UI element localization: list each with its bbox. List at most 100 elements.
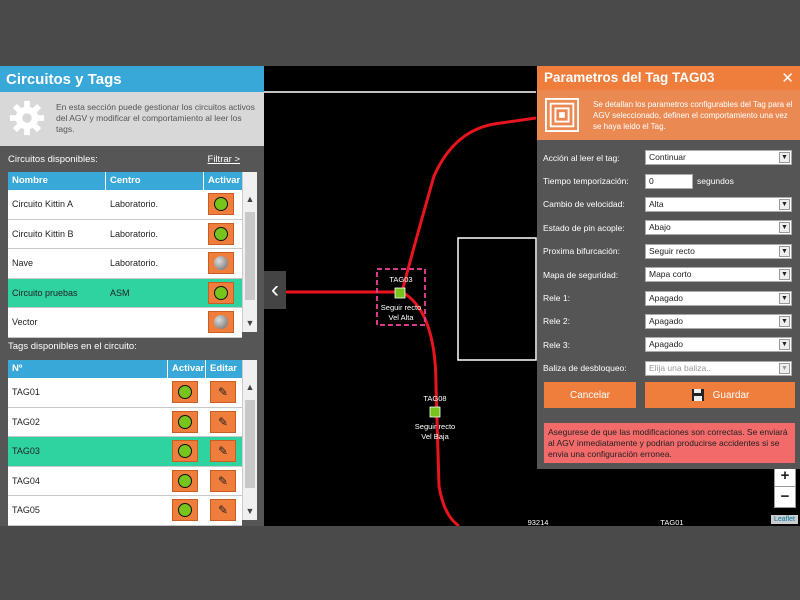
scroll-down-icon[interactable]: ▼ (245, 506, 255, 516)
zoom-out-button[interactable]: − (774, 486, 796, 508)
field-rele1: Rele 1: Apagado ▼ (543, 286, 794, 309)
tag03-label: TAG03 (389, 275, 413, 284)
table-row[interactable]: TAG04✎ (8, 466, 242, 496)
chevron-down-icon: ▼ (779, 339, 790, 351)
table-row[interactable]: TAG03✎ (8, 437, 242, 467)
table-row[interactable]: TAG01 ✎ (8, 378, 242, 408)
activate-button[interactable] (172, 410, 198, 433)
rele1-value: Apagado (649, 292, 684, 303)
scroll-down-icon[interactable]: ▼ (245, 318, 255, 328)
bifurcacion-value: Seguir recto (649, 245, 695, 256)
activate-cell (204, 193, 242, 216)
edit-button[interactable]: ✎ (210, 499, 236, 522)
chevron-down-icon: ▼ (779, 315, 790, 327)
tag03-desc: Seguir recto Vel Alta (374, 303, 428, 323)
scroll-up-icon[interactable]: ▲ (245, 382, 255, 392)
map-label-93214: 93214 (527, 518, 549, 526)
circuit-center: Laboratorio. (110, 199, 159, 210)
chevron-down-icon: ▼ (779, 292, 790, 304)
bifurcacion-select[interactable]: Seguir recto▼ (645, 243, 792, 259)
map-label-tag01: TAG01 (660, 518, 684, 526)
activate-button[interactable] (172, 469, 198, 492)
checkmark-icon (178, 503, 192, 518)
rele2-select[interactable]: Apagado ▼ (645, 313, 792, 329)
baliza-select[interactable]: Elija una baliza..▼ (645, 360, 792, 376)
edit-button[interactable]: ✎ (210, 469, 236, 492)
table-row[interactable]: Vector (8, 308, 242, 338)
chevron-down-icon: ▼ (779, 269, 790, 281)
pencil-icon: ✎ (217, 444, 229, 459)
seguridad-select[interactable]: Mapa corto▼ (645, 267, 792, 283)
velocidad-select[interactable]: Alta▼ (645, 196, 792, 212)
scroll-thumb[interactable] (245, 212, 255, 300)
tag03-selection-box (376, 268, 426, 326)
tags-table: Nº Activar Editar TAG01✎TAG02✎TAG03✎TAG0… (8, 360, 257, 526)
filter-link[interactable]: Filtrar > (207, 154, 240, 165)
save-label: Guardar (712, 389, 750, 401)
tag08-label: TAG08 (423, 394, 447, 403)
pin-value: Abajo (649, 222, 671, 233)
warning-message: Asegurese de que las modificaciones son … (544, 423, 795, 463)
tag03-line1: Seguir recto (380, 303, 422, 312)
rele2-value: Apagado (649, 315, 684, 326)
accion-select[interactable]: Continuar▼ (645, 150, 792, 166)
field-label: Proxima bifurcación: (543, 246, 621, 257)
activate-cell (168, 410, 206, 433)
tiempo-input[interactable]: 0 (645, 173, 693, 189)
checkmark-icon (214, 285, 228, 300)
tiempo-unit: segundos (697, 176, 734, 187)
field-label: Acción al leer el tag: (543, 152, 620, 163)
edit-button[interactable]: ✎ (210, 381, 236, 404)
tag08-desc: Seguir recto Vel Baja (408, 422, 462, 442)
gear-icon (9, 100, 45, 136)
activate-cell (168, 440, 206, 463)
pin-select[interactable]: Abajo▼ (645, 220, 792, 236)
leaflet-attribution[interactable]: Leaflet (770, 515, 798, 524)
table-row[interactable]: TAG05✎ (8, 496, 242, 526)
rele1-select[interactable]: Apagado ▼ (645, 290, 792, 306)
tags-scrollbar[interactable]: ▲ ▼ (242, 360, 257, 520)
field-accion: Acción al leer el tag: Continuar▼ (543, 146, 794, 169)
accion-value: Continuar (649, 152, 686, 163)
table-row[interactable]: TAG02✎ (8, 407, 242, 437)
activate-button[interactable] (172, 440, 198, 463)
field-seguridad: Mapa de seguridad: Mapa corto▼ (543, 263, 794, 286)
activate-button[interactable] (208, 222, 234, 245)
panel-title: Circuitos y Tags (0, 66, 264, 92)
rfid-tag-icon (545, 98, 579, 132)
activate-button[interactable] (208, 311, 234, 334)
activate-button[interactable] (172, 499, 198, 522)
close-icon[interactable]: ✕ (781, 70, 794, 87)
tag-rows: TAG01✎TAG02✎TAG03✎TAG04✎TAG05✎ (8, 378, 242, 526)
field-label: Tiempo temporización: (543, 176, 629, 187)
save-button[interactable]: Guardar (645, 382, 795, 408)
circuits-label: Circuitos disponibles: (8, 154, 98, 165)
activate-button[interactable] (172, 381, 198, 404)
activate-button[interactable] (208, 281, 234, 304)
chevron-left-icon: ‹ (271, 276, 279, 303)
field-label: Rele 1: (543, 293, 570, 304)
cancel-button[interactable]: Cancelar (544, 382, 636, 408)
tag03-marker-icon[interactable] (394, 287, 406, 299)
tag08-line1: Seguir recto (414, 422, 456, 431)
rele3-select[interactable]: Apagado▼ (645, 337, 792, 353)
circuits-scrollbar[interactable]: ▲ ▼ (242, 172, 257, 332)
activate-button[interactable] (208, 252, 234, 275)
edit-button[interactable]: ✎ (210, 410, 236, 433)
field-bifurcacion: Proxima bifurcación: Seguir recto▼ (543, 240, 794, 263)
tag08-marker-icon[interactable] (429, 406, 441, 418)
circuit-name: Nave (12, 258, 34, 269)
activate-button[interactable] (208, 193, 234, 216)
dialog-buttons: Cancelar Guardar (544, 382, 795, 408)
scroll-thumb[interactable] (245, 400, 255, 488)
activate-cell (168, 381, 206, 404)
collapse-panel-button[interactable]: ‹ (264, 271, 286, 309)
circuit-name: Vector (12, 317, 38, 328)
scroll-up-icon[interactable]: ▲ (245, 194, 255, 204)
edit-button[interactable]: ✎ (210, 440, 236, 463)
tag-name: TAG01 (12, 387, 40, 398)
